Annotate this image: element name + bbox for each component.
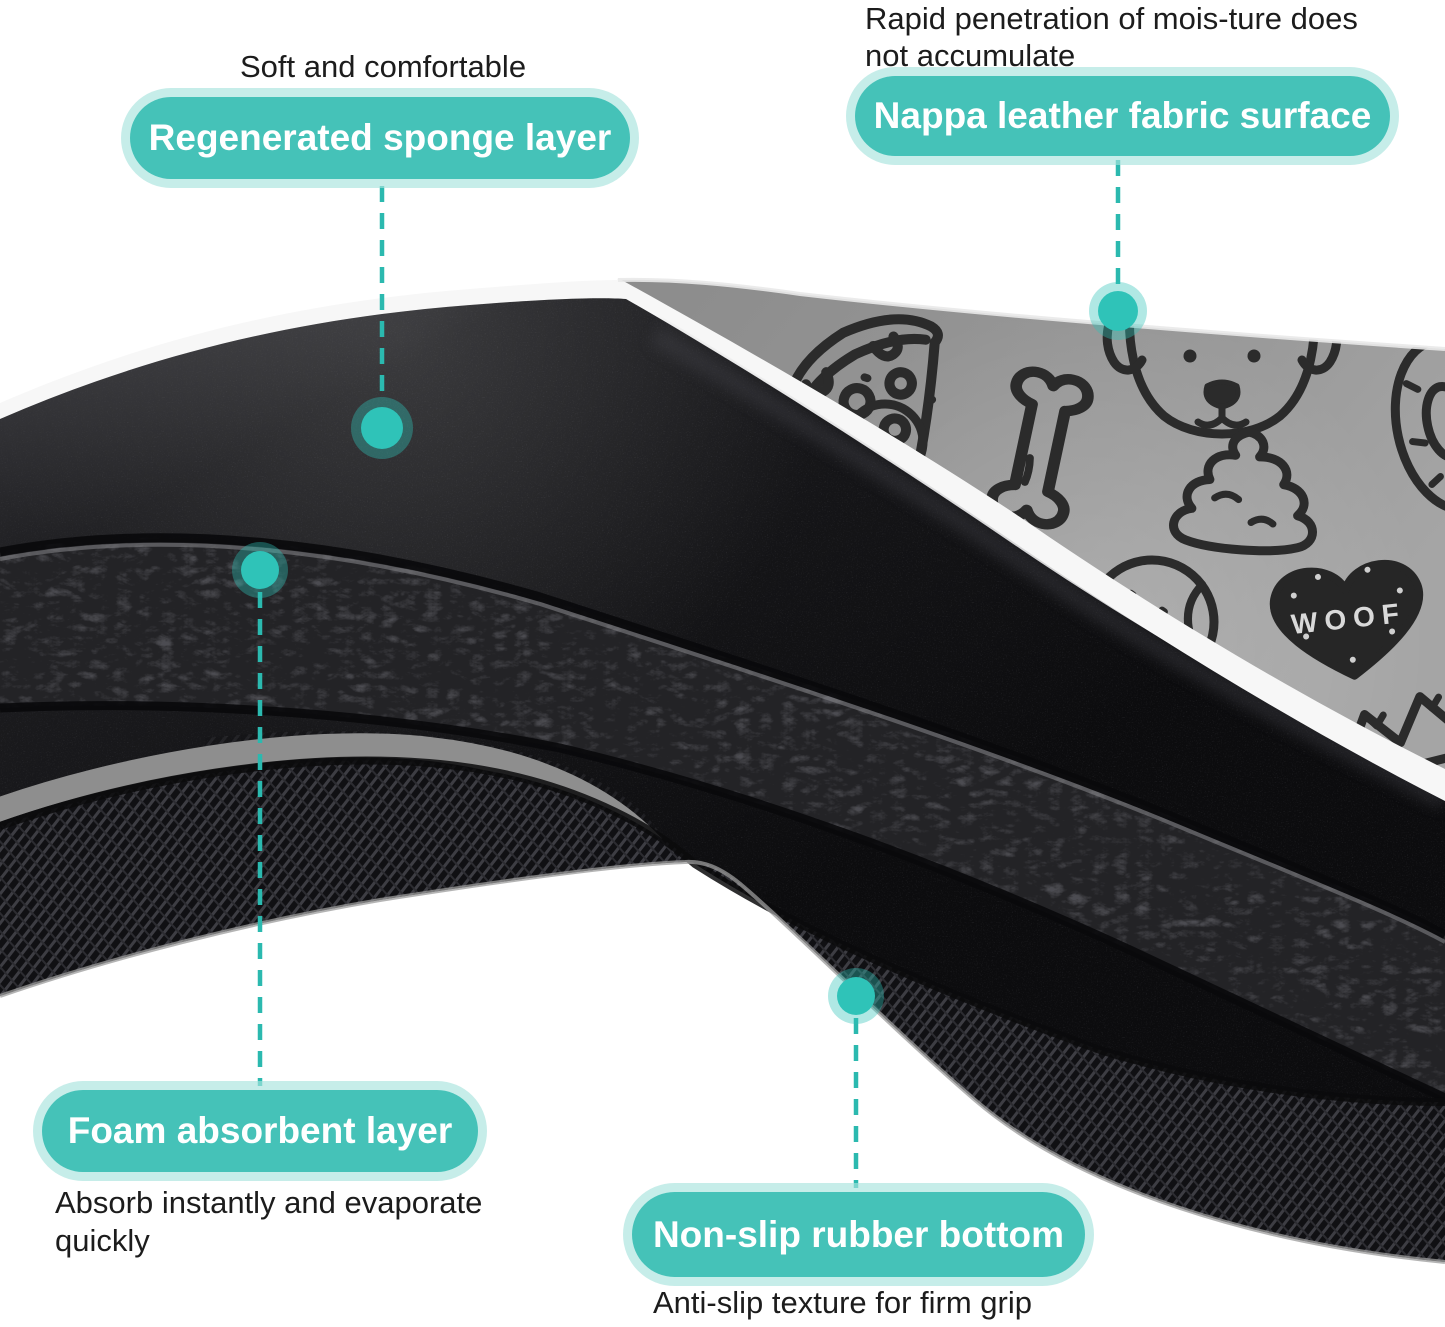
label-pill-sponge-text: Regenerated sponge layer <box>148 117 612 158</box>
label-pill-foam: Foam absorbent layer <box>42 1090 478 1172</box>
indicator-dot-sponge <box>351 397 413 459</box>
poop-doodle-icon <box>1169 427 1317 556</box>
note-foam: Absorb instantly and evaporate quickly <box>55 1184 482 1260</box>
label-pill-fabric: Nappa leather fabric surface <box>855 76 1390 156</box>
note-foam-line2: quickly <box>55 1223 150 1258</box>
label-pill-fabric-text: Nappa leather fabric surface <box>873 95 1372 136</box>
label-pill-rubber-text: Non-slip rubber bottom <box>652 1213 1065 1255</box>
note-fabric-line2: not accumulate <box>865 38 1076 73</box>
indicator-dot-fabric <box>1089 282 1147 340</box>
label-pill-rubber: Non-slip rubber bottom <box>632 1192 1085 1277</box>
indicator-dot-foam <box>232 542 288 598</box>
note-foam-line1: Absorb instantly and evaporate <box>55 1185 483 1220</box>
bottom-edge-line <box>0 859 1445 1264</box>
note-fabric-line1: Rapid penetration of mois-ture does <box>865 1 1358 36</box>
indicator-dot-rubber <box>828 968 884 1024</box>
note-rubber: Anti-slip texture for firm grip <box>653 1285 1032 1320</box>
leader-lines <box>257 160 1121 1188</box>
fabric-top-edge <box>617 277 1445 351</box>
heart-woof-doodle-icon: WOOF <box>1269 559 1424 680</box>
label-pill-foam-text: Foam absorbent layer <box>67 1110 453 1151</box>
note-fabric: Rapid penetration of mois-ture does not … <box>865 0 1358 74</box>
fold-rim <box>612 278 1445 801</box>
fabric-doodles: WOOF <box>783 279 1445 770</box>
label-pill-sponge: Regenerated sponge layer <box>130 97 630 179</box>
note-sponge: Soft and comfortable <box>240 49 527 84</box>
indicator-dots <box>232 282 1147 1024</box>
fold-highlight <box>649 326 1445 809</box>
